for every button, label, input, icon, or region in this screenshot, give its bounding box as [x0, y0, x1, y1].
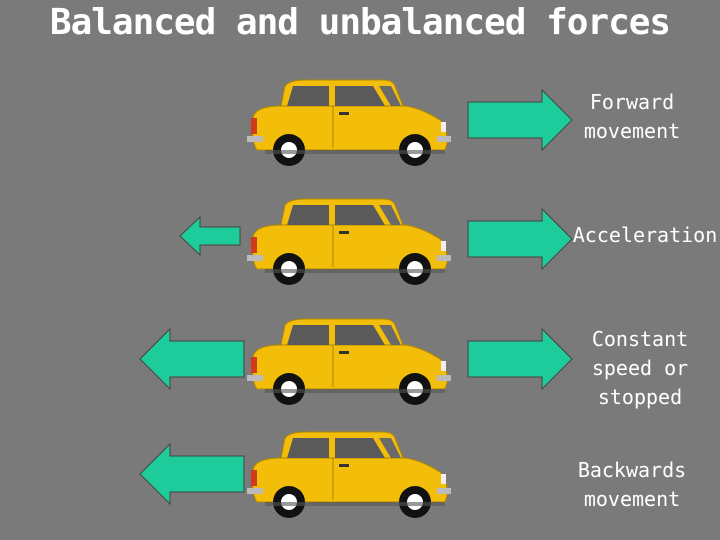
car-icon: [246, 198, 452, 286]
left-force-arrow-small-icon: [179, 215, 241, 257]
right-force-arrow-icon: [467, 207, 573, 271]
label-line: speed or: [591, 356, 689, 380]
row-backwards-movement: Backwards movement: [0, 430, 720, 540]
label-line: Forward: [589, 90, 675, 114]
label-line: Constant: [591, 327, 689, 351]
left-force-arrow-icon: [139, 327, 245, 391]
car-icon: [246, 79, 452, 167]
car-icon: [246, 431, 452, 519]
row-label: Constant speed or stopped: [580, 325, 700, 412]
row-constant-speed: Constant speed or stopped: [0, 317, 720, 427]
row-acceleration: Acceleration: [0, 197, 720, 307]
row-label: Acceleration: [572, 221, 718, 250]
left-force-arrow-icon: [139, 442, 245, 506]
row-label: Forward movement: [572, 88, 692, 146]
row-forward-movement: Forward movement: [0, 78, 720, 188]
label-line: stopped: [597, 385, 683, 409]
label-line: movement: [583, 487, 681, 511]
label-line: Acceleration: [572, 223, 718, 247]
label-line: movement: [583, 119, 681, 143]
car-icon: [246, 318, 452, 406]
right-force-arrow-icon: [467, 327, 573, 391]
label-line: Backwards: [577, 458, 687, 482]
row-label: Backwards movement: [570, 456, 694, 514]
slide-title: Balanced and unbalanced forces: [49, 2, 671, 43]
right-force-arrow-icon: [467, 88, 573, 152]
